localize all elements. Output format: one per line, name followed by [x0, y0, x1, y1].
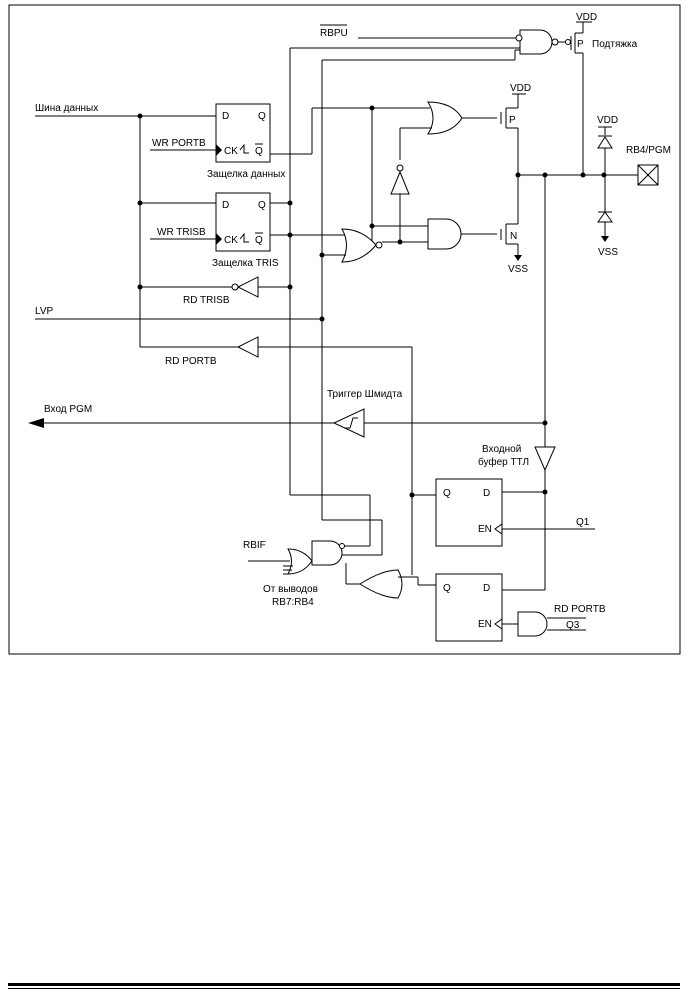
vdd-diode-label: VDD	[597, 115, 618, 126]
latch4-d: D	[483, 583, 490, 594]
vss-nmos-label: VSS	[508, 264, 528, 275]
tris-latch-box	[215, 192, 271, 252]
rd-portb-label: RD PORTB	[165, 356, 217, 367]
rd-trisb-label: RD TRISB	[183, 295, 230, 306]
vdd-top-label: VDD	[576, 12, 597, 23]
p-mark-output: P	[509, 115, 516, 126]
pullup-label: Подтяжка	[592, 39, 638, 50]
wr-portb-label: WR PORTB	[152, 138, 206, 149]
wr-trisb-label: WR TRISB	[157, 227, 206, 238]
q3-clock-label: Q3	[566, 620, 580, 631]
latch3-en: EN	[478, 524, 492, 535]
latch4-en: EN	[478, 619, 492, 630]
rb4-pin-pad	[637, 164, 659, 186]
data-latch-box	[215, 103, 271, 163]
input-latch-q1-box	[435, 478, 503, 547]
schmitt-trigger	[332, 408, 545, 438]
rd-portb-buffer	[140, 336, 413, 575]
n-mark-output: N	[510, 231, 517, 242]
rd-portb2-label: RD PORTB	[554, 604, 606, 615]
latch4-q: Q	[443, 583, 451, 594]
ttl-label-1: Входной	[482, 444, 521, 455]
data-latch-label: Защелка данных	[207, 169, 285, 180]
rbpu-label: RBPU	[320, 28, 348, 39]
data-latch-qbar: Q	[255, 146, 263, 157]
page-footer-rule	[8, 983, 680, 986]
rd-trisb-buffer	[140, 276, 290, 298]
vss-diode-label: VSS	[598, 247, 618, 258]
tris-latch-d: D	[222, 200, 229, 211]
latch3-q: Q	[443, 488, 451, 499]
tris-latch-qbar: Q	[255, 235, 263, 246]
tris-latch-label: Защелка TRIS	[212, 258, 279, 269]
clamp-diodes	[597, 126, 613, 242]
rbif-label: RBIF	[243, 540, 266, 551]
inverter-middle	[390, 164, 410, 242]
input-latch-q3-box	[435, 573, 503, 642]
schmitt-label: Триггер Шмидта	[327, 389, 403, 400]
tris-latch-q: Q	[258, 200, 266, 211]
pgm-input-label: Вход PGM	[44, 404, 92, 415]
data-latch-d: D	[222, 111, 229, 122]
page-footer-rule-thin	[8, 988, 680, 989]
pullup-pmos	[565, 21, 592, 175]
p-mark-pullup: P	[577, 39, 584, 50]
q1-clock-label: Q1	[576, 517, 590, 528]
data-bus-label: Шина данных	[35, 103, 98, 114]
rbpu-nand-gate	[519, 29, 559, 55]
vdd-pmos-label: VDD	[510, 83, 531, 94]
and-gate-bottom	[427, 218, 462, 250]
lvp-label: LVP	[35, 306, 53, 317]
rbpu-inverting-bubble	[515, 34, 523, 42]
tris-latch-ck: CK	[224, 235, 238, 246]
pgm-input-arrow	[28, 418, 44, 428]
latch3-d: D	[483, 488, 490, 499]
and-gate-rdportb-q3	[517, 611, 548, 637]
output-pmos	[500, 93, 526, 212]
schematic-frame	[8, 4, 681, 655]
ttl-input-buffer	[534, 446, 556, 590]
output-nmos	[500, 212, 522, 261]
data-latch-q: Q	[258, 111, 266, 122]
nor-gate	[341, 228, 377, 263]
xor-gate	[359, 569, 419, 599]
ttl-label-2: буфер ТТЛ	[478, 456, 529, 468]
from-pins-label-1: От выводов	[263, 584, 318, 595]
from-pins-label-2: RB7:RB4	[272, 597, 314, 608]
and-gate-rbif	[311, 540, 343, 566]
data-latch-ck: CK	[224, 146, 238, 157]
pin-label: RB4/PGM	[626, 145, 671, 156]
or-gate-rbif	[287, 548, 313, 575]
or-gate-top	[427, 101, 463, 135]
